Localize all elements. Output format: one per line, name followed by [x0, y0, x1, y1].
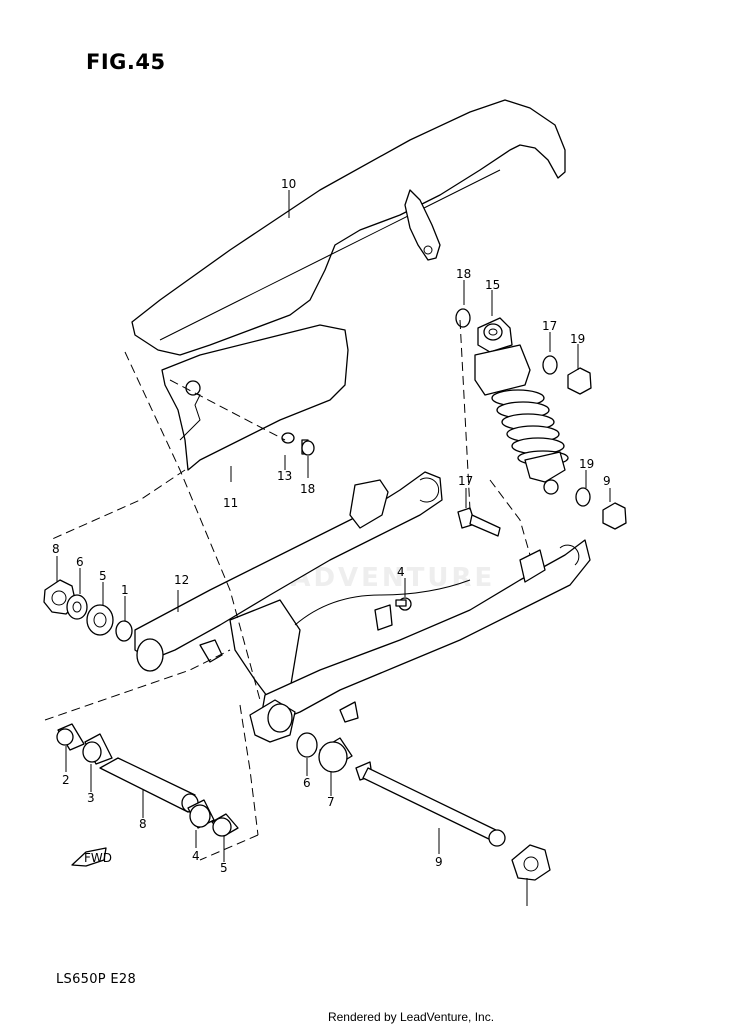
assembly-guide-lines — [44, 319, 531, 861]
callout-4: 2 — [62, 773, 70, 787]
leader-lines — [56, 190, 611, 906]
callout-7: 9 — [435, 855, 443, 869]
svg-text:FWD: FWD — [84, 851, 112, 865]
callout-12: 4 — [397, 565, 405, 579]
footer-credit-text: Rendered by LeadVenture, Inc. — [327, 1010, 495, 1024]
nut-19-lower — [602, 502, 627, 530]
bearing-2 — [82, 733, 113, 765]
callout-17: 17 — [542, 319, 557, 333]
callout-13: 18 — [300, 482, 315, 496]
bolt-12 — [395, 597, 412, 611]
bolt-18-lower — [457, 507, 501, 537]
callout-18: 17 — [458, 474, 473, 488]
callout-17: 19 — [579, 457, 594, 471]
washer-5-left — [115, 620, 133, 642]
spacer-4-right — [211, 813, 239, 837]
spacer-4-left — [56, 723, 85, 751]
pivot-cap-9-right — [511, 844, 551, 881]
chain-case — [131, 99, 566, 356]
figure-title: FIG.45 — [86, 50, 166, 74]
callout-6: 5 — [99, 569, 107, 583]
rear-shock-absorber — [474, 317, 569, 495]
washer-17-lower — [575, 487, 591, 507]
model-code: LS650P E28 — [56, 972, 137, 987]
dust-seal-6-right — [318, 737, 353, 773]
callout-9: 8 — [52, 542, 60, 556]
callout-1: 12 — [174, 573, 189, 587]
callout-10: 10 — [281, 177, 296, 191]
washer-5-right — [296, 732, 318, 758]
callout-15: 15 — [485, 278, 500, 292]
callout-8: 6 — [76, 555, 84, 569]
callout-6: 7 — [327, 795, 335, 809]
callout-8: 4 — [192, 849, 200, 863]
callout-19: 9 — [603, 474, 611, 488]
callout-5: 6 — [303, 776, 311, 790]
callout-18: 13 — [277, 469, 292, 483]
washer-17-top — [542, 355, 558, 375]
footer-credit: Rendered by LeadVenture, Inc. — [0, 1010, 750, 1024]
pivot-bolt-7 — [355, 761, 506, 847]
bolt-13 — [301, 439, 315, 456]
callout-2: 3 — [87, 791, 95, 805]
dust-seal-6-left — [86, 604, 114, 636]
pivot-nut-8-left — [66, 594, 88, 620]
callout-5: 1 — [121, 583, 129, 597]
front-direction-arrow: FWD — [71, 847, 112, 867]
callout-3: 8 — [139, 817, 147, 831]
washer-18 — [281, 432, 295, 444]
callout-19: 19 — [570, 332, 585, 346]
pivot-shaft-3 — [99, 757, 199, 813]
nut-19-top — [567, 367, 592, 395]
swing-arm — [134, 471, 591, 743]
callout-18: 18 — [456, 267, 471, 281]
callout-labels: 10 18 15 17 19 11 13 18 17 19 9 8 6 5 1 … — [52, 177, 611, 875]
callout-11: 11 — [223, 496, 238, 510]
washer-18-top — [455, 308, 471, 328]
callout-4: 5 — [220, 861, 228, 875]
bearing-8-right — [187, 799, 215, 829]
